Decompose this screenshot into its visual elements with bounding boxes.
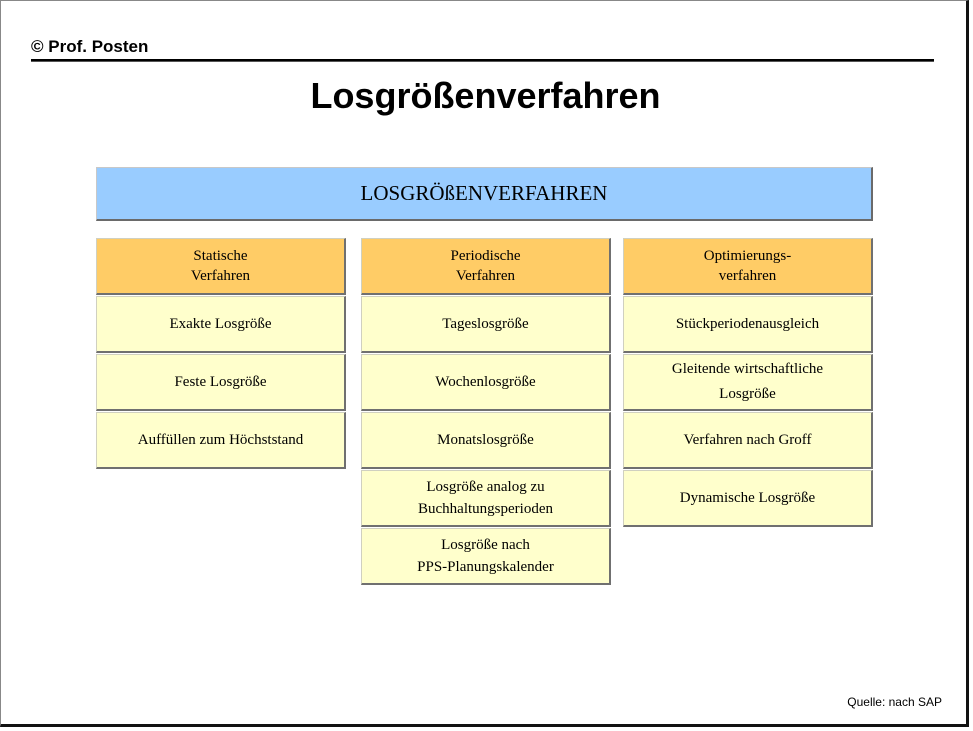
source-note: Quelle: nach SAP: [847, 695, 942, 709]
list-item: Dynamische Losgröße: [623, 470, 873, 527]
list-item: Tageslosgröße: [361, 296, 611, 353]
overview-banner: LOSGRÖßENVERFAHREN: [96, 167, 873, 221]
column-periodic: Periodische Verfahren Tageslosgröße Woch…: [361, 238, 611, 585]
column-heading: Periodische Verfahren: [361, 238, 611, 295]
item-text: Losgröße analog zu Buchhaltungsperioden: [418, 479, 553, 517]
heading-text: Periodische Verfahren: [450, 248, 521, 284]
heading-text: Statische Verfahren: [190, 248, 251, 284]
item-text: Wochenlosgröße: [435, 374, 536, 390]
author-label: © Prof. Posten: [31, 37, 149, 56]
item-text: Dynamische Losgröße: [679, 490, 816, 506]
list-item: Exakte Losgröße: [96, 296, 346, 353]
list-item: Losgröße analog zu Buchhaltungsperioden: [361, 470, 611, 527]
list-item: Gleitende wirtschaftliche Losgröße: [623, 354, 873, 411]
header-rule: [31, 59, 934, 62]
column-static: Statische Verfahren Exakte Losgröße Fest…: [96, 238, 346, 469]
item-text: Gleitende wirtschaftliche Losgröße: [671, 361, 824, 402]
list-item: Wochenlosgröße: [361, 354, 611, 411]
item-text: Exakte Losgröße: [169, 316, 272, 332]
item-text: Stückperiodenausgleich: [675, 316, 820, 332]
item-text: Auffüllen zum Höchststand: [137, 432, 304, 448]
list-item: Verfahren nach Groff: [623, 412, 873, 469]
list-item: Monatslosgröße: [361, 412, 611, 469]
list-item: Auffüllen zum Höchststand: [96, 412, 346, 469]
item-text: Monatslosgröße: [437, 432, 534, 448]
heading-text: Optimierungs- verfahren: [703, 248, 792, 284]
column-heading: Statische Verfahren: [96, 238, 346, 295]
list-item: Stückperiodenausgleich: [623, 296, 873, 353]
list-item: Feste Losgröße: [96, 354, 346, 411]
item-text: Feste Losgröße: [174, 374, 267, 390]
list-item: Losgröße nach PPS-Planungskalender: [361, 528, 611, 585]
item-text: Verfahren nach Groff: [683, 432, 812, 448]
column-heading: Optimierungs- verfahren: [623, 238, 873, 295]
item-text: Losgröße nach PPS-Planungskalender: [417, 537, 554, 575]
column-optimization: Optimierungs- verfahren Stückperiodenaus…: [623, 238, 873, 527]
page-title: Losgrößenverfahren: [310, 75, 661, 116]
item-text: Tageslosgröße: [442, 316, 529, 332]
